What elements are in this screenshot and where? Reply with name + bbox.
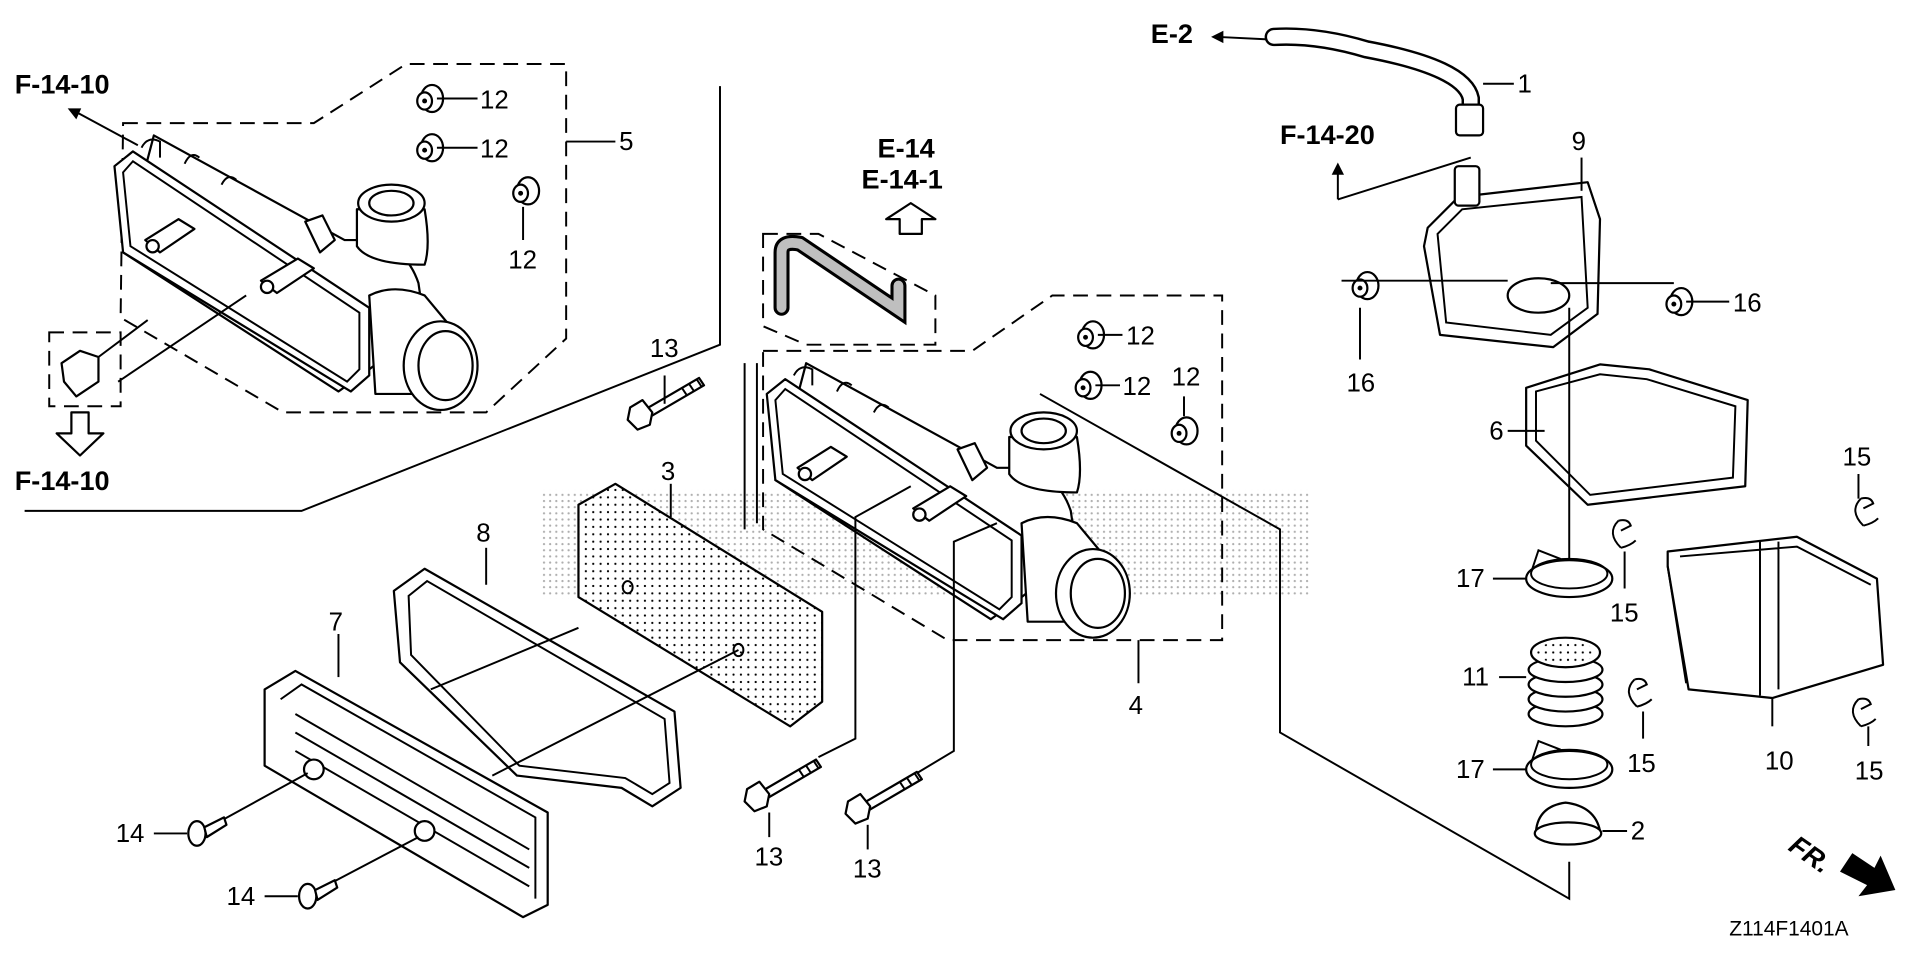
callout-15: 15 (1627, 750, 1656, 778)
filter-element-11 (1527, 636, 1604, 728)
bolt-13 (743, 758, 823, 813)
group-box-5 (119, 63, 568, 414)
clip-icon (60, 349, 100, 398)
hose-1 (1267, 29, 1478, 130)
callout-3: 3 (661, 458, 675, 486)
up-arrow-icon (885, 202, 937, 236)
callout-12: 12 (480, 86, 509, 114)
screw-14 (187, 816, 228, 847)
reference-e-14-1[interactable]: E-14-1 (862, 163, 943, 194)
gasket-8 (392, 567, 682, 808)
callout-15: 15 (1855, 757, 1884, 785)
reference-f-14-10[interactable]: F-14-10 (15, 465, 110, 496)
callout-16: 16 (1346, 369, 1375, 397)
svg-text:FR.: FR. (1784, 829, 1838, 879)
callout-12: 12 (508, 246, 537, 274)
callout-15: 15 (1610, 600, 1639, 628)
clip-15 (1851, 697, 1877, 728)
callout-13: 13 (853, 856, 882, 884)
grommet-12 (512, 176, 541, 206)
callout-7: 7 (329, 608, 343, 636)
clamp-17 (1525, 739, 1614, 789)
arrow-icon (67, 108, 82, 120)
foam-element-3 (578, 483, 823, 727)
reference-e-14[interactable]: E-14 (878, 133, 935, 164)
callout-16: 16 (1733, 289, 1762, 317)
callout-13: 13 (754, 843, 783, 871)
callout-9: 9 (1572, 128, 1586, 156)
arrow-icon (1331, 162, 1344, 175)
callout-14: 14 (116, 820, 145, 848)
callout-11: 11 (1462, 664, 1489, 692)
grommet-12 (1170, 416, 1199, 446)
reference-f-14-20[interactable]: F-14-20 (1280, 119, 1375, 150)
cover-10 (1666, 535, 1885, 700)
diagram-code: Z114F1401A (1729, 918, 1848, 941)
clip-15 (1627, 677, 1653, 708)
callout-17: 17 (1456, 756, 1485, 784)
reference-e-2[interactable]: E-2 (1151, 18, 1193, 49)
callout-17: 17 (1456, 565, 1485, 593)
group-box-4 (762, 294, 1224, 642)
down-arrow-icon (55, 411, 105, 457)
arrow-icon (1211, 30, 1224, 44)
gasket-6 (1525, 363, 1749, 506)
callout-4: 4 (1129, 692, 1143, 720)
callout-12: 12 (1126, 323, 1155, 351)
screw-14 (297, 879, 339, 910)
callout-12: 12 (1122, 373, 1151, 401)
callout-1: 1 (1518, 70, 1532, 98)
bolt-13 (844, 770, 923, 825)
nut-16 (1351, 270, 1380, 301)
callout-12: 12 (480, 136, 509, 164)
callout-6: 6 (1489, 417, 1503, 445)
callout-12: 12 (1172, 363, 1201, 391)
clip-15 (1611, 519, 1637, 549)
bolt-13 (626, 376, 706, 431)
air-cleaner-case-5 (113, 134, 479, 412)
callout-8: 8 (476, 520, 490, 548)
clamp-17 (1525, 548, 1614, 599)
front-arrow-icon (1840, 853, 1896, 897)
reference-f-14-10[interactable]: F-14-10 (15, 69, 110, 100)
callout-10: 10 (1765, 747, 1794, 775)
callout-15: 15 (1842, 443, 1871, 471)
callout-13: 13 (650, 335, 679, 363)
callout-5: 5 (619, 128, 633, 156)
callout-2: 2 (1631, 818, 1645, 846)
front-direction-indicator: FR. (1784, 829, 1896, 897)
clip-15 (1854, 496, 1880, 527)
clip-detail-box (48, 331, 122, 408)
callout-14: 14 (226, 883, 255, 911)
